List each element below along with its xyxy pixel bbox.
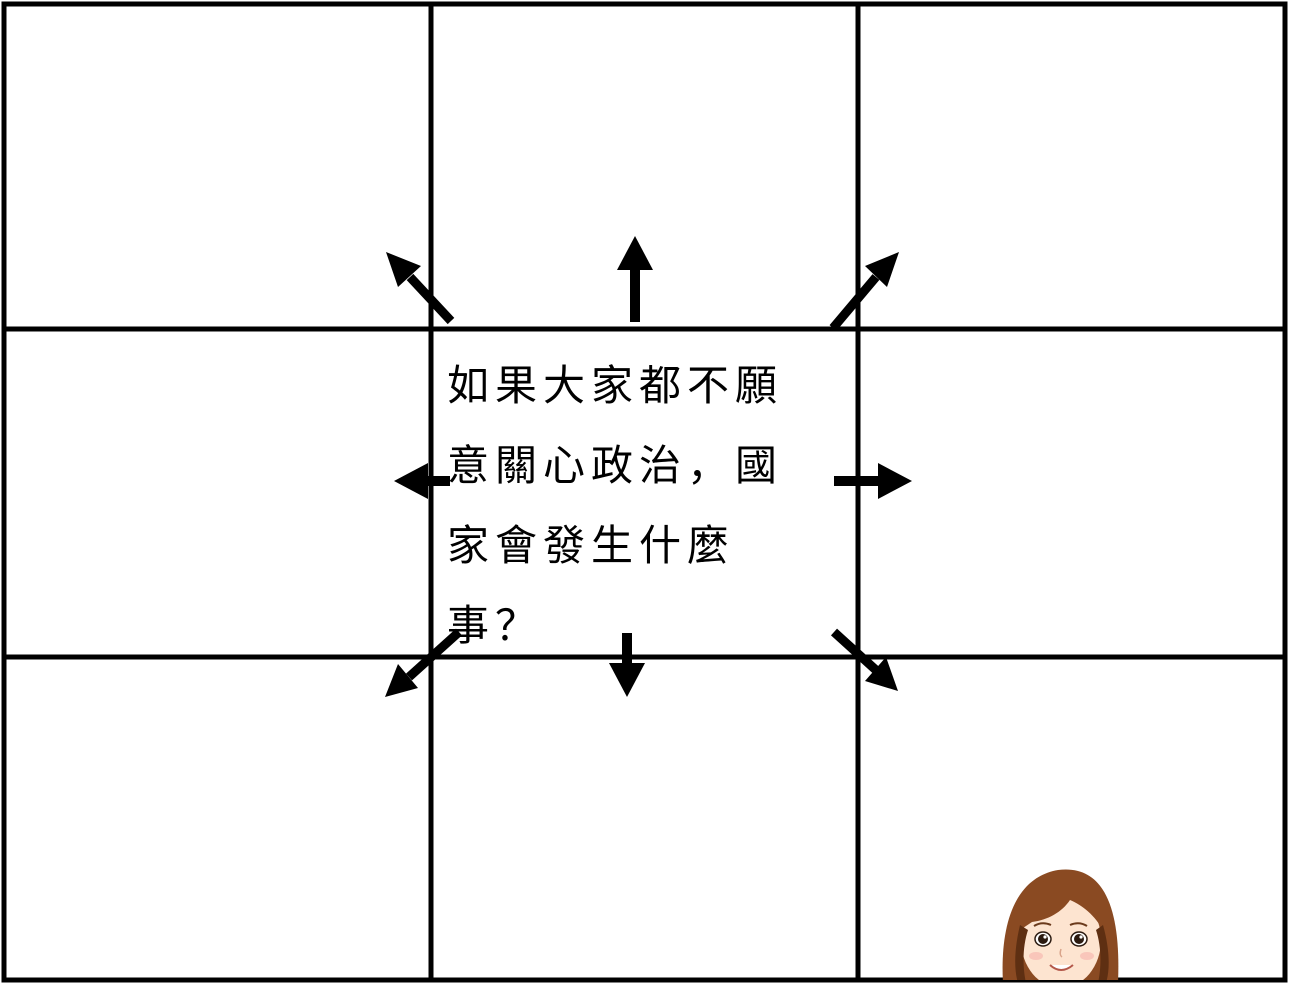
center-question-text: 如果大家都不願 意關心政治，國 家會發生什麼 事？ [447, 346, 827, 666]
arrow-up-right-icon [829, 252, 899, 331]
arrow-up-left-icon [386, 252, 455, 325]
arrow-right-icon [834, 463, 912, 499]
girl-avatar-icon [1002, 869, 1119, 980]
question-line-1: 如果大家都不願 [447, 361, 784, 410]
arrow-down-left-icon [385, 628, 463, 697]
arrow-down-right-icon [830, 628, 898, 691]
arrow-left-icon [394, 463, 450, 499]
question-line-3: 家會發生什麼 [447, 521, 736, 570]
question-line-4: 事？ [447, 601, 544, 650]
question-line-2: 意關心政治，國 [447, 441, 784, 490]
arrow-down-icon [609, 633, 645, 697]
arrow-up-icon [617, 236, 653, 322]
